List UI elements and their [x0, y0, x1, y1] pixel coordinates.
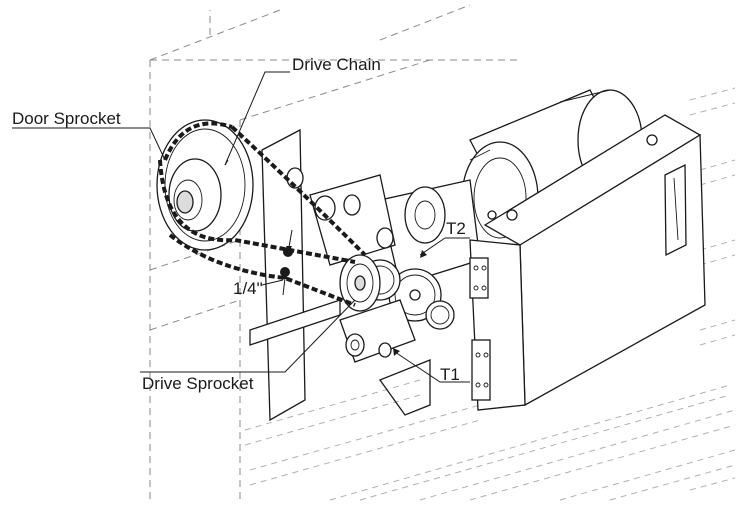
drive-chain: [158, 121, 367, 307]
clutch-plate: [309, 174, 396, 266]
drive-sprocket: [339, 254, 381, 312]
callout-leaders: [12, 71, 470, 383]
t2-label: T2: [446, 219, 466, 238]
control-box: [469, 114, 706, 411]
t1-label: T1: [440, 365, 460, 384]
drive-sprocket-label: Drive Sprocket: [142, 374, 254, 393]
chain-slack-label: 1/4": [233, 279, 263, 298]
slack-dimension: [261, 229, 293, 296]
gearbox-housing: [379, 179, 481, 286]
door-panel-lines: [244, 87, 736, 501]
door-sprocket-label: Door Sprocket: [12, 109, 121, 128]
door-sprocket: [156, 119, 254, 251]
drive-chain-label: Drive Chain: [292, 55, 381, 74]
limit-switch-housing: [339, 299, 416, 363]
